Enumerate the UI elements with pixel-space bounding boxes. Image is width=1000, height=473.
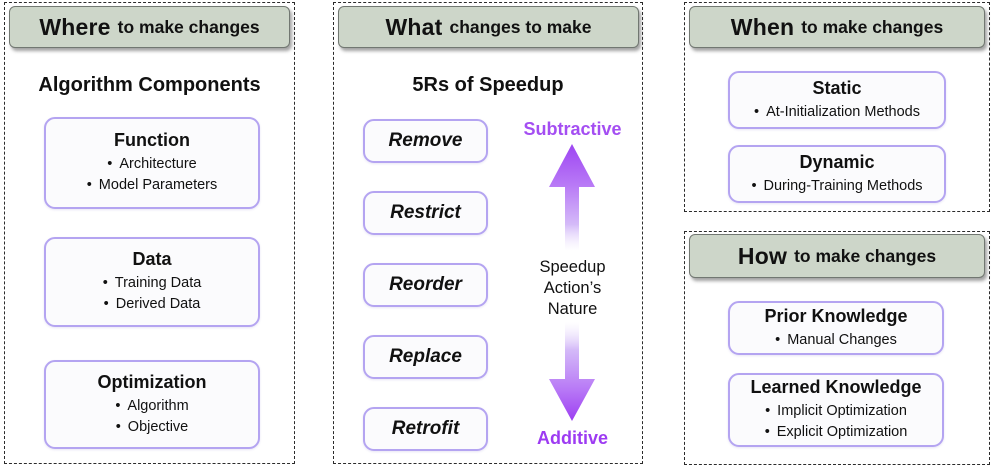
prior-knowledge-box-title: Prior Knowledge	[764, 305, 908, 326]
optimization-box-title: Optimization	[97, 371, 207, 392]
where-header-emphasis: Where	[39, 13, 111, 40]
optimization-bullet-list: Algorithm Objective	[115, 396, 188, 438]
axis-caption-line: Nature	[547, 300, 598, 318]
when-header-rest: to make changes	[801, 16, 944, 37]
bullet-item: Implicit Optimization	[765, 401, 908, 422]
prior-knowledge-box: Prior Knowledge Manual Changes	[728, 301, 944, 355]
bullet-item: Architecture	[87, 154, 218, 175]
learned-knowledge-bullet-list: Implicit Optimization Explicit Optimizat…	[765, 401, 908, 443]
subtractive-up-arrow-icon	[549, 144, 595, 251]
learned-knowledge-box: Learned Knowledge Implicit Optimization …	[728, 373, 944, 447]
optimization-box: Optimization Algorithm Objective	[44, 360, 260, 449]
action-box-retrofit: Retrofit	[363, 407, 488, 451]
dynamic-box: Dynamic During-Training Methods	[728, 145, 946, 203]
static-bullet-list: At-Initialization Methods	[754, 102, 920, 123]
axis-caption-line: Action’s	[543, 279, 602, 297]
axis-middle-caption: Speedup Action’s Nature	[505, 257, 640, 320]
action-box-reorder: Reorder	[363, 263, 488, 307]
when-section-header: When to make changes	[689, 6, 985, 48]
where-section-panel	[4, 2, 295, 464]
static-box: Static At-Initialization Methods	[728, 71, 946, 129]
what-section-header: What changes to make	[338, 6, 639, 48]
learned-knowledge-box-title: Learned Knowledge	[750, 377, 922, 397]
where-header-rest: to make changes	[117, 16, 260, 37]
bullet-item: At-Initialization Methods	[754, 102, 920, 123]
function-box: Function Architecture Model Parameters	[44, 117, 260, 209]
additive-label: Additive	[536, 428, 608, 448]
how-section-header: How to make changes	[689, 234, 985, 278]
data-box: Data Training Data Derived Data	[44, 237, 260, 327]
dynamic-bullet-list: During-Training Methods	[751, 176, 923, 197]
speedup-nature-axis: Subtractive Speedup Action’s Nature	[505, 0, 640, 462]
when-section-panel	[684, 2, 990, 212]
subtractive-label: Subtractive	[523, 119, 622, 139]
prior-knowledge-bullet-list: Manual Changes	[775, 330, 897, 351]
what-header-rest: changes to make	[449, 16, 592, 37]
bullet-item: Model Parameters	[87, 175, 217, 196]
data-bullet-list: Training Data Derived Data	[103, 273, 202, 315]
five-rs-title: 5Rs of Speedup	[412, 74, 564, 96]
algorithm-components-title: Algorithm Components	[38, 74, 261, 96]
bullet-item: Manual Changes	[775, 330, 897, 351]
bullet-item: Algorithm	[115, 396, 188, 417]
bullet-item: During-Training Methods	[751, 176, 923, 197]
bullet-item: Objective	[115, 417, 188, 438]
function-bullet-list: Architecture Model Parameters	[87, 154, 218, 196]
action-box-remove: Remove	[363, 119, 488, 163]
bullet-item: Explicit Optimization	[765, 422, 908, 443]
additive-down-arrow-icon	[549, 322, 595, 421]
data-box-title: Data	[132, 249, 172, 269]
action-box-restrict: Restrict	[363, 191, 488, 235]
bullet-item: Derived Data	[103, 294, 202, 315]
what-section-panel	[333, 2, 643, 464]
static-box-title: Static	[812, 77, 862, 98]
how-header-emphasis: How	[737, 242, 788, 269]
axis-caption-line: Speedup	[539, 258, 606, 276]
function-box-title: Function	[114, 130, 190, 150]
what-header-emphasis: What	[385, 13, 443, 40]
when-header-emphasis: When	[730, 13, 795, 40]
dynamic-box-title: Dynamic	[799, 151, 875, 172]
how-header-rest: to make changes	[794, 245, 937, 266]
how-section-panel	[684, 231, 990, 465]
bullet-item: Training Data	[103, 273, 202, 294]
action-box-replace: Replace	[363, 335, 488, 379]
where-section-header: Where to make changes	[9, 6, 290, 48]
